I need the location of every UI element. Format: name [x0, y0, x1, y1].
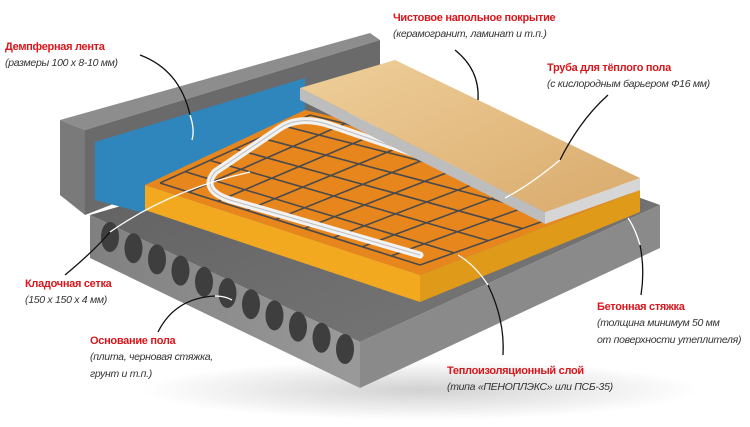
heating-pipe-edge: [209, 120, 521, 256]
label-title: Демпферная лента: [5, 41, 105, 53]
label-insulation: Теплоизоляционный слой (типа «ПЕНОПЛЭКС»…: [447, 364, 613, 396]
label-detail: (типа «ПЕНОПЛЭКС» или ПСБ-35): [447, 381, 613, 393]
label-screed: Бетонная стяжка (толщина минимум 50 мм о…: [597, 300, 741, 349]
label-detail: (керамогранит, ламинат и т.п.): [393, 28, 547, 40]
mesh-bar: [209, 159, 489, 242]
label-title: Кладочная сетка: [25, 278, 112, 290]
label-finish-floor: Чистовое напольное покрытие (керамограни…: [393, 11, 556, 43]
label-detail: (размеры 100 х 8-10 мм): [5, 57, 118, 69]
label-title: Чистовое напольное покрытие: [393, 12, 556, 24]
slab-hole: [148, 244, 166, 275]
slab-hole: [124, 233, 143, 264]
label-pipe: Труба для тёплого пола (с кислородным ба…: [547, 61, 710, 93]
label-mesh: Кладочная сетка (150 х 150 х 4 мм): [25, 277, 112, 309]
label-base: Основание пола (плита, черновая стяжка, …: [90, 334, 213, 383]
label-title: Основание пола: [90, 335, 176, 347]
screed-and-finish: [300, 60, 640, 224]
label-damper-tape: Демпферная лента (размеры 100 х 8-10 мм): [5, 40, 118, 72]
slab-hollow-cores: [101, 222, 354, 364]
damper-tape: [95, 78, 305, 212]
slab-hole: [195, 266, 213, 297]
label-detail: (плита, черновая стяжка,: [90, 351, 213, 363]
label-detail: грунт и т.п.): [90, 368, 152, 380]
label-title: Труба для тёплого пола: [547, 62, 671, 74]
slab-hole: [312, 322, 331, 353]
ground-shadow: [140, 360, 700, 420]
slab-hole: [171, 255, 190, 286]
slab-hole: [336, 334, 354, 364]
label-detail: от поверхности утеплителя): [597, 334, 742, 346]
slab-hole: [242, 289, 260, 320]
finish-flooring: [300, 60, 640, 212]
mesh-bar: [159, 182, 421, 266]
callout-lines: [64, 49, 644, 356]
slab-hole: [265, 300, 284, 331]
label-detail: (толщина минимум 50 мм: [597, 317, 720, 329]
slab-hole: [289, 311, 307, 342]
label-title: Теплоизоляционный слой: [447, 365, 584, 377]
slab-hole: [218, 278, 237, 308]
slab-hole: [101, 222, 119, 252]
mesh-bar: [184, 170, 455, 254]
label-title: Бетонная стяжка: [597, 301, 685, 313]
label-detail: (с кислородным барьером Ф16 мм): [547, 78, 710, 90]
mesh-bar: [234, 148, 523, 230]
label-detail: (150 х 150 х 4 мм): [25, 294, 107, 306]
concrete-screed: [300, 88, 545, 224]
